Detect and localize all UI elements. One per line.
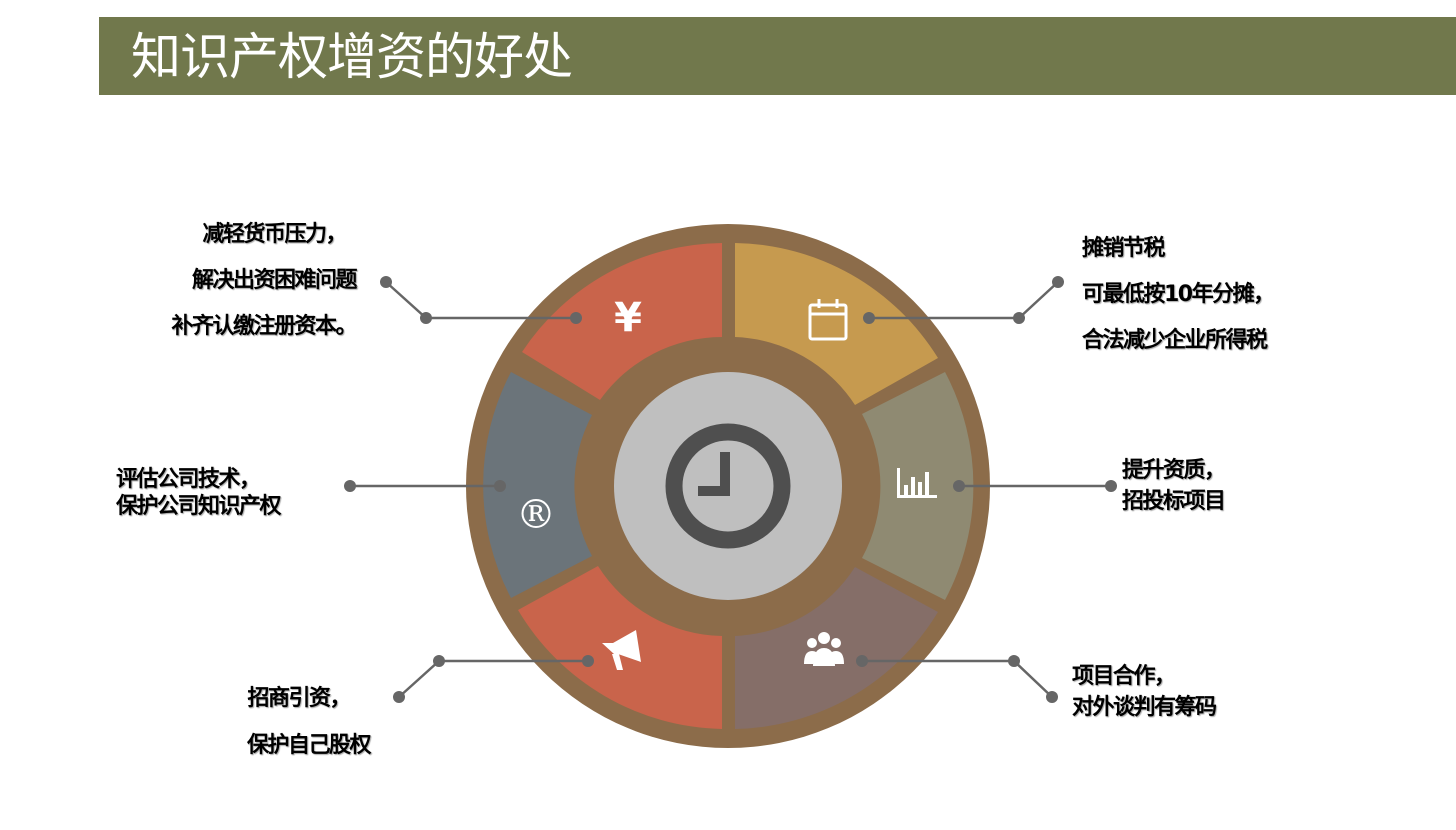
label-bottom-left: 招商引资， 保护自己股权	[246, 686, 372, 758]
group-icon	[804, 632, 844, 666]
page-title: 知识产权增资的好处	[131, 28, 573, 86]
segment-top-right	[735, 243, 938, 405]
clock-icon	[665, 423, 791, 549]
label-top-right: 摊销节税 可最低按10年分摊， 合法减少企业所得税	[1082, 236, 1275, 353]
connector-dots	[344, 276, 1117, 703]
label-left: 评估公司技术， 保护公司知识产权	[116, 467, 282, 519]
title-bar: 知识产权增资的好处	[99, 17, 1456, 95]
label-top-left: 减轻货币压力， 解决出资困难问题 补齐认缴注册资本。	[171, 222, 357, 339]
registered-icon: ®	[516, 492, 556, 538]
bar-chart-icon	[897, 468, 937, 498]
segment-top-left	[522, 243, 722, 400]
calendar-icon	[808, 299, 848, 341]
segment-right	[862, 372, 974, 600]
megaphone-icon	[602, 630, 641, 670]
segment-left	[483, 372, 592, 598]
segment-bottom-right	[735, 567, 938, 729]
label-bottom-right: 项目合作， 对外谈判有筹码	[1072, 664, 1217, 720]
yen-icon: ¥	[614, 295, 642, 341]
label-right: 提升资质， 招投标项目	[1122, 458, 1226, 514]
